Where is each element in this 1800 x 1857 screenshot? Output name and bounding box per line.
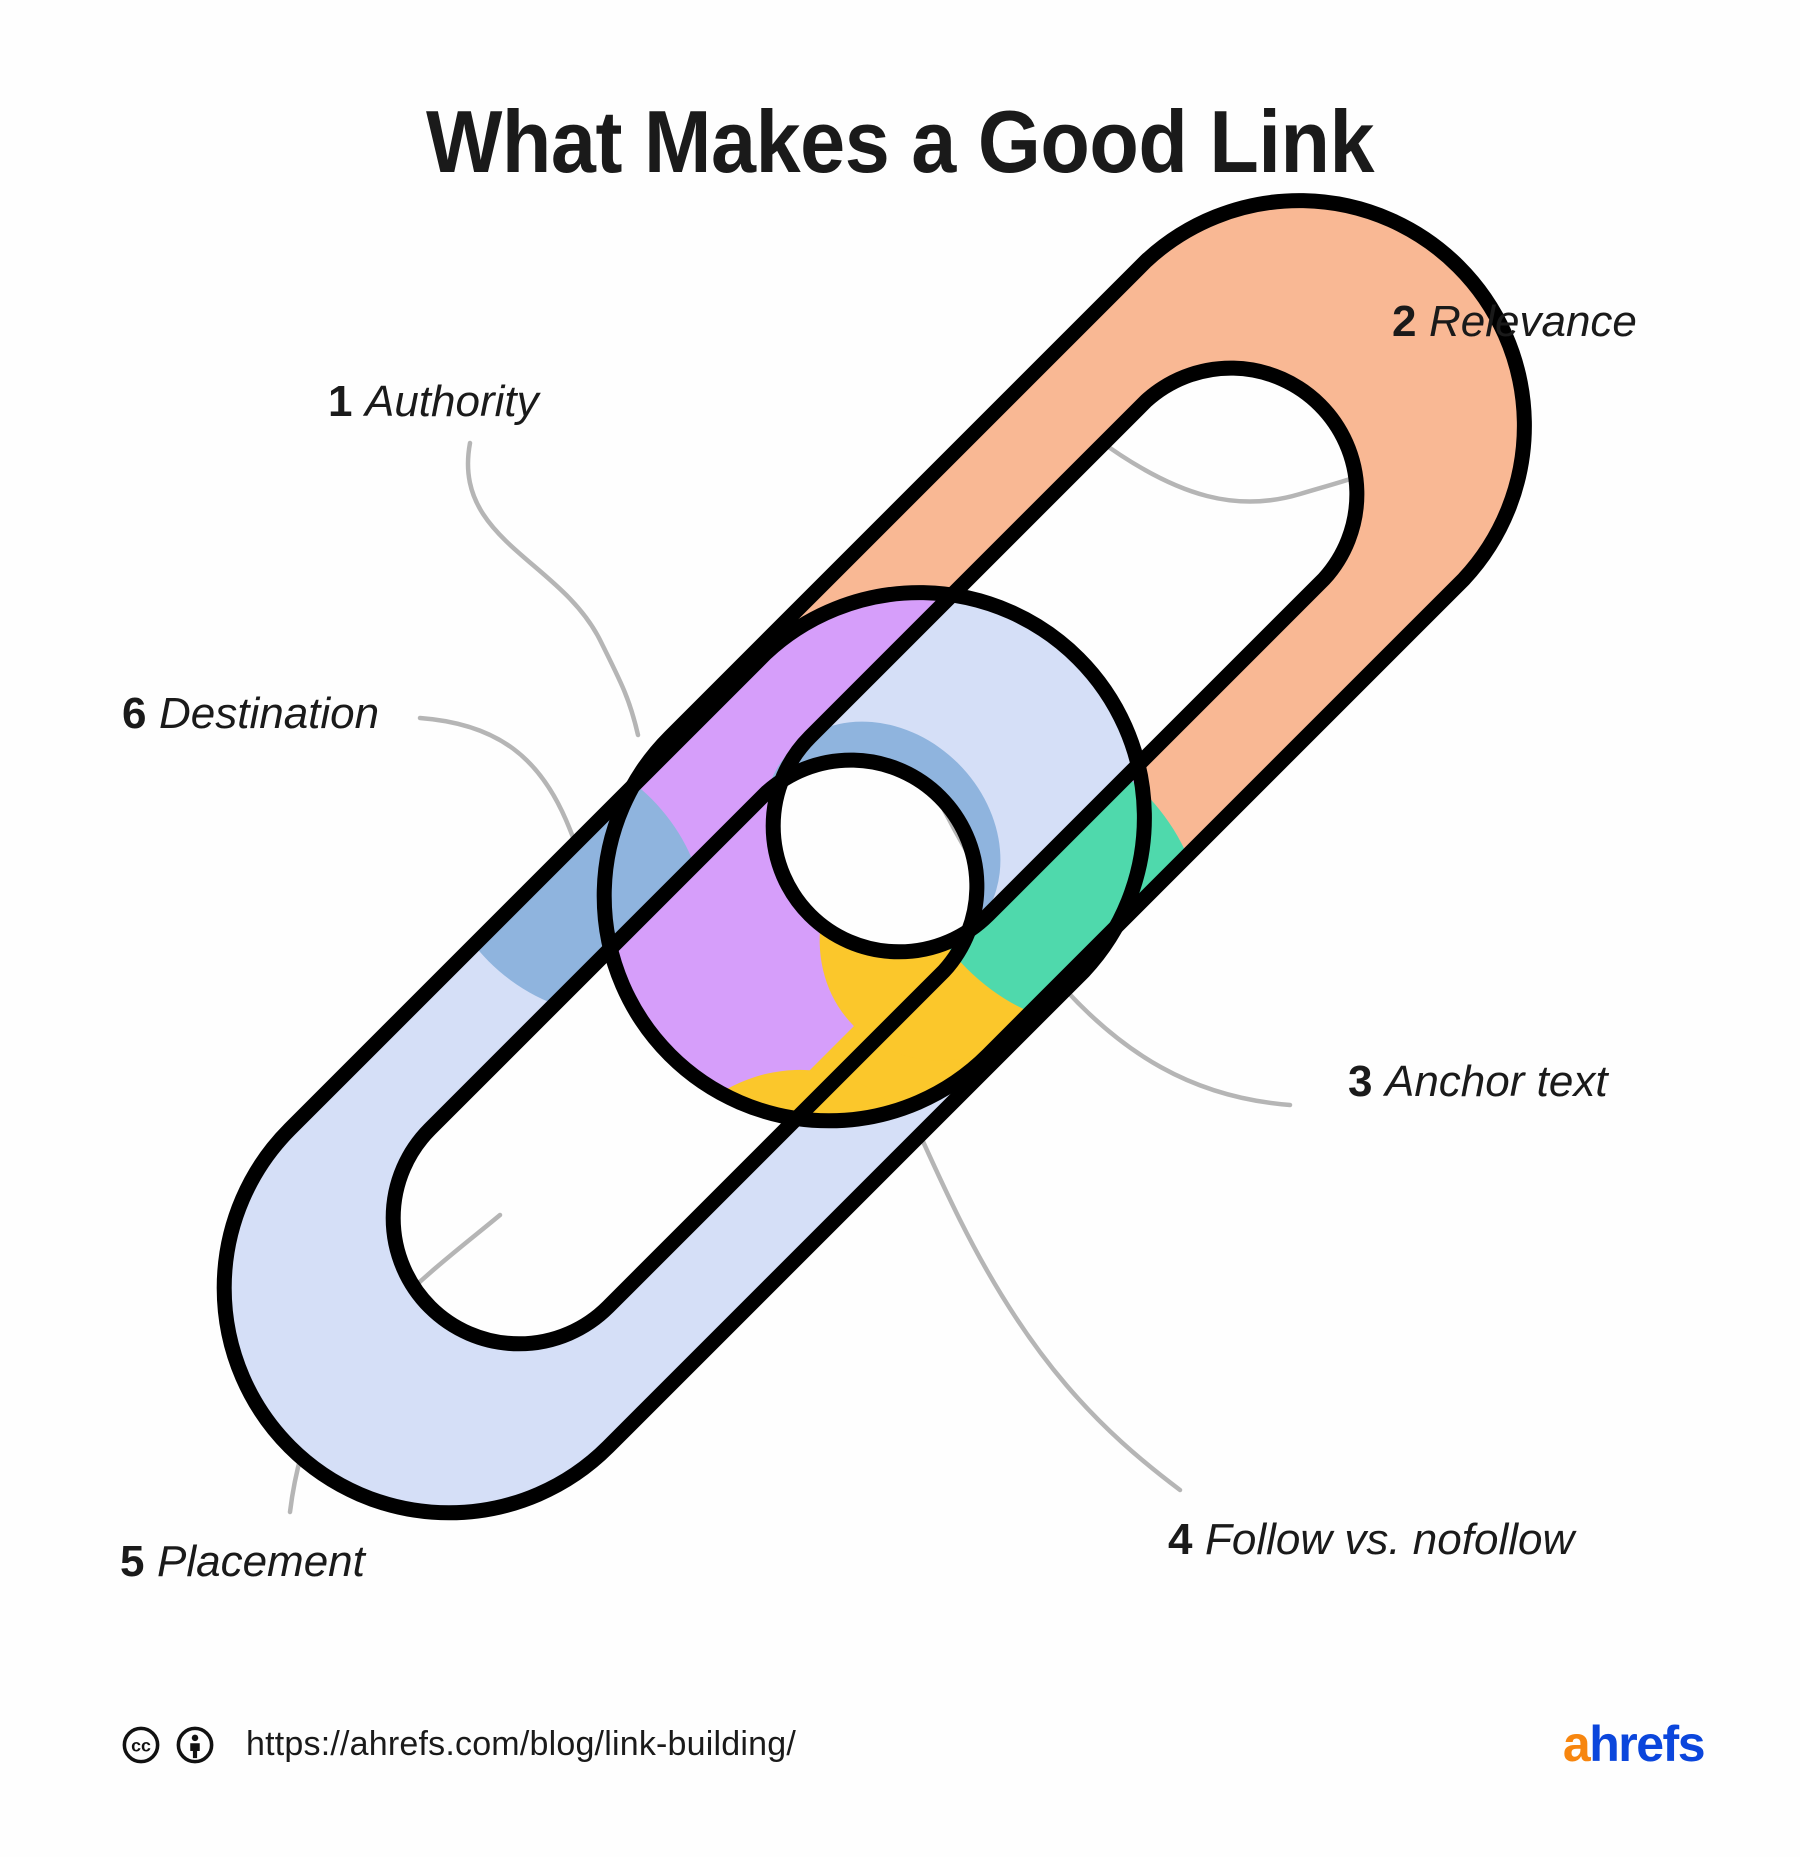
segment-steel-blue-left	[436, 746, 704, 1014]
segment-green-center	[625, 865, 865, 1105]
ahrefs-logo[interactable]: ahrefs	[1562, 1715, 1706, 1773]
callout-label: Authority	[364, 377, 539, 426]
callout-label: Follow vs. nofollow	[1204, 1515, 1575, 1564]
leader-line-3	[941, 807, 1293, 1108]
license-block: cc https://ahrefs.com/blog/link-building…	[122, 1725, 796, 1764]
source-url[interactable]: https://ahrefs.com/blog/link-building/	[246, 1725, 796, 1763]
svg-text:cc: cc	[131, 1735, 151, 1755]
callout-label: Destination	[158, 689, 380, 738]
leader-lines	[287, 387, 1460, 1515]
leader-line-4	[889, 1072, 1183, 1493]
logo-letter-a: a	[1562, 1716, 1591, 1772]
callout-number: 4	[1168, 1515, 1193, 1564]
cc-icon: cc	[122, 1726, 160, 1763]
leader-line-6	[417, 715, 591, 909]
page-title: What Makes a Good Link	[425, 92, 1375, 191]
callout-label: Placement	[156, 1537, 365, 1586]
callout-number: 2	[1392, 297, 1417, 346]
logo-text-hrefs: hrefs	[1589, 1716, 1705, 1772]
callout-number: 6	[122, 689, 147, 738]
callout-number: 3	[1348, 1057, 1373, 1106]
segment-yellow	[644, 779, 1210, 1361]
footer: cc https://ahrefs.com/blog/link-building…	[0, 1687, 1800, 1857]
segment-green-right	[908, 733, 1202, 1027]
cc-by-person-icon	[176, 1726, 214, 1763]
leader-line-5	[287, 1212, 503, 1515]
callout-number: 5	[120, 1537, 145, 1586]
callout-label: Relevance	[1428, 297, 1637, 346]
leader-line-1	[465, 440, 641, 738]
chain-outlines-upper	[604, 201, 1524, 1121]
leader-line-2	[1093, 387, 1460, 504]
segment-steel-blue-center	[763, 721, 1001, 959]
callout-label: Anchor text	[1384, 1057, 1608, 1106]
callout-number: 1	[328, 377, 353, 426]
